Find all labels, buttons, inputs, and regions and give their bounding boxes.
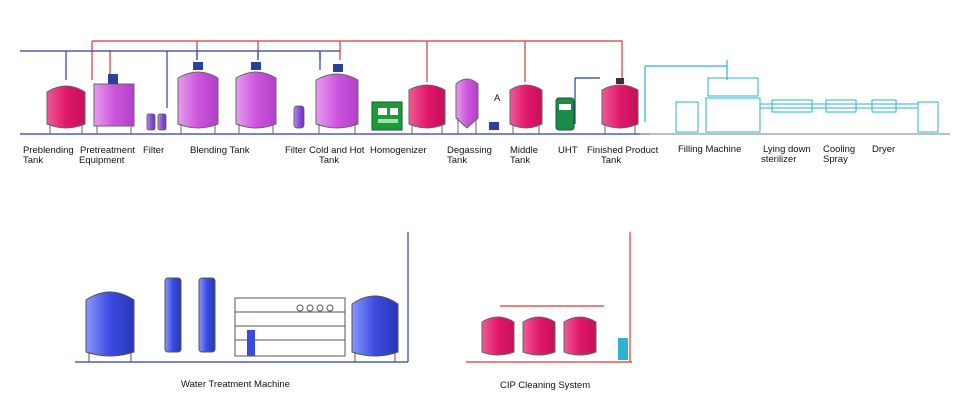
uht-unit: [555, 97, 575, 131]
label-pretreatment: Pretreatment: [80, 145, 135, 156]
cip-cleaning-system: CIP Cleaning System: [466, 232, 632, 391]
label-blending-tank: Blending Tank: [190, 145, 250, 156]
filling-machine: [675, 77, 761, 133]
raw-water-tank: [85, 291, 135, 357]
label-finished-2: Tank: [601, 155, 621, 166]
cip-pump: [618, 338, 628, 360]
homogenizer-tank: [408, 84, 446, 134]
label-cip: CIP Cleaning System: [500, 380, 590, 391]
label-degassing: Degassing: [447, 145, 492, 156]
label-cooling-2: Spray: [823, 154, 848, 165]
water-treatment-machine: Water Treatment Machine: [75, 232, 409, 390]
ro-unit: [234, 297, 346, 357]
label-uht: UHT: [558, 145, 578, 156]
label-homogenizer: Homogenizer: [370, 145, 427, 156]
filter-column-2: [198, 277, 216, 353]
pretreatment-equipment: [93, 74, 135, 134]
cyan-pipe-filling: [644, 60, 728, 122]
label-pretreatment-2: Equipment: [79, 155, 125, 166]
cip-pipes: [466, 232, 632, 363]
conveyor-line: [760, 99, 939, 133]
process-labels: Preblending Tank Pretreatment Equipment …: [23, 93, 895, 166]
middle-tank: [509, 84, 543, 134]
blending-tank-2: [235, 62, 277, 134]
blue-pipe-uht: [574, 77, 600, 124]
cip-tank-3: [563, 316, 597, 356]
ro-pump: [247, 330, 255, 356]
cip-tank-1: [481, 316, 515, 356]
label-cold-hot-2: Tank: [319, 155, 339, 166]
label-filling-machine: Filling Machine: [678, 144, 741, 155]
finished-product-tank: [601, 78, 639, 134]
label-degassing-2: Tank: [447, 155, 467, 166]
label-dryer: Dryer: [872, 144, 895, 155]
label-preblending: Preblending: [23, 145, 74, 156]
filter-column-1: [164, 277, 182, 353]
label-water-treatment: Water Treatment Machine: [181, 379, 290, 390]
label-filter-1: Filter: [143, 145, 164, 156]
filter-2: [293, 105, 305, 129]
label-lying-down-2: sterilizer: [761, 154, 796, 165]
label-finished: Finished Product: [587, 145, 659, 156]
cold-hot-tank: [315, 64, 359, 134]
main-red-pipe: [92, 40, 623, 82]
homogenizer: [371, 101, 403, 131]
label-marker-a: A: [494, 93, 501, 104]
label-preblending-2: Tank: [23, 155, 43, 166]
blue-drops: [196, 52, 321, 60]
label-cold-hot: Cold and Hot: [309, 145, 365, 156]
label-lying-down: Lying down: [763, 144, 811, 155]
pure-water-tank: [351, 295, 399, 357]
preblending-tank: [46, 85, 86, 134]
label-cooling: Cooling: [823, 144, 855, 155]
label-middle: Middle: [510, 145, 538, 156]
label-middle-2: Tank: [510, 155, 530, 166]
blending-tank-1: [177, 62, 219, 134]
degassing-tank: [455, 78, 499, 134]
process-line: Preblending Tank Pretreatment Equipment …: [20, 40, 950, 166]
pipes-top: [20, 40, 950, 135]
filter-1: [146, 113, 167, 131]
cip-tank-2: [522, 316, 556, 356]
label-filter-2: Filter: [285, 145, 306, 156]
